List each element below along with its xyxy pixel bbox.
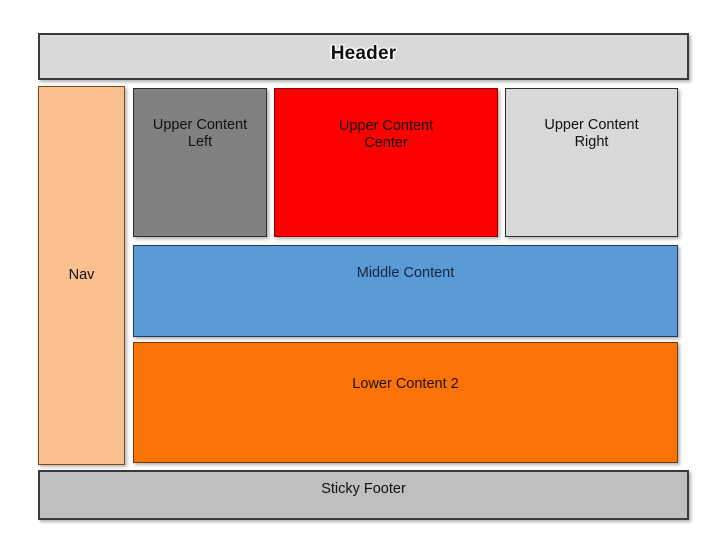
middle-content-region: Middle Content [133,245,678,337]
nav-label: Nav [68,266,95,283]
lower-content-2-region: Lower Content 2 [133,342,678,463]
lower-content-2-label: Lower Content 2 [352,376,459,392]
upper-content-right-label: Upper Content Right [544,117,639,151]
upper-content-right-region: Upper Content Right [505,88,678,237]
upper-content-center-label: Upper Content Center [338,118,434,152]
header-label: Header [330,43,397,64]
middle-content-label: Middle Content [356,265,455,281]
upper-content-left-label: Upper Content Left [152,117,248,151]
header-region: Header [38,33,689,80]
sticky-footer-label: Sticky Footer [321,481,406,497]
upper-content-left-region: Upper Content Left [133,88,267,237]
nav-region: Nav [38,86,125,465]
upper-content-center-region: Upper Content Center [274,88,498,237]
sticky-footer-region: Sticky Footer [38,470,689,520]
